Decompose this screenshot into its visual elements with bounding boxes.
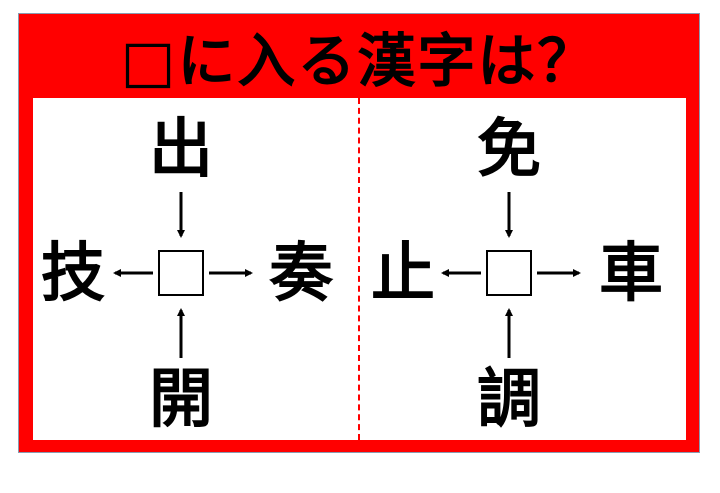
dashed-divider [358,98,360,440]
kanji-left: 技 [41,237,105,311]
puzzle-panel: 出 技 奏 開 免 止 車 調 [33,98,686,440]
kanji-left: 止 [371,237,435,311]
kanji-top: 免 [477,113,541,187]
arrows [113,192,581,358]
kanji-right: 車 [599,237,663,311]
kanji-bottom: 開 [149,363,213,437]
kanji-right: 奏 [269,237,333,311]
kanji-bottom: 調 [477,363,541,437]
puzzle-frame: □に入る漢字は？ 出 技 奏 開 免 止 車 調 [18,13,700,453]
blank-box [158,250,204,296]
puzzle-title: □に入る漢字は？ [120,27,598,95]
blank-box [486,250,532,296]
kanji-top: 出 [149,113,213,187]
